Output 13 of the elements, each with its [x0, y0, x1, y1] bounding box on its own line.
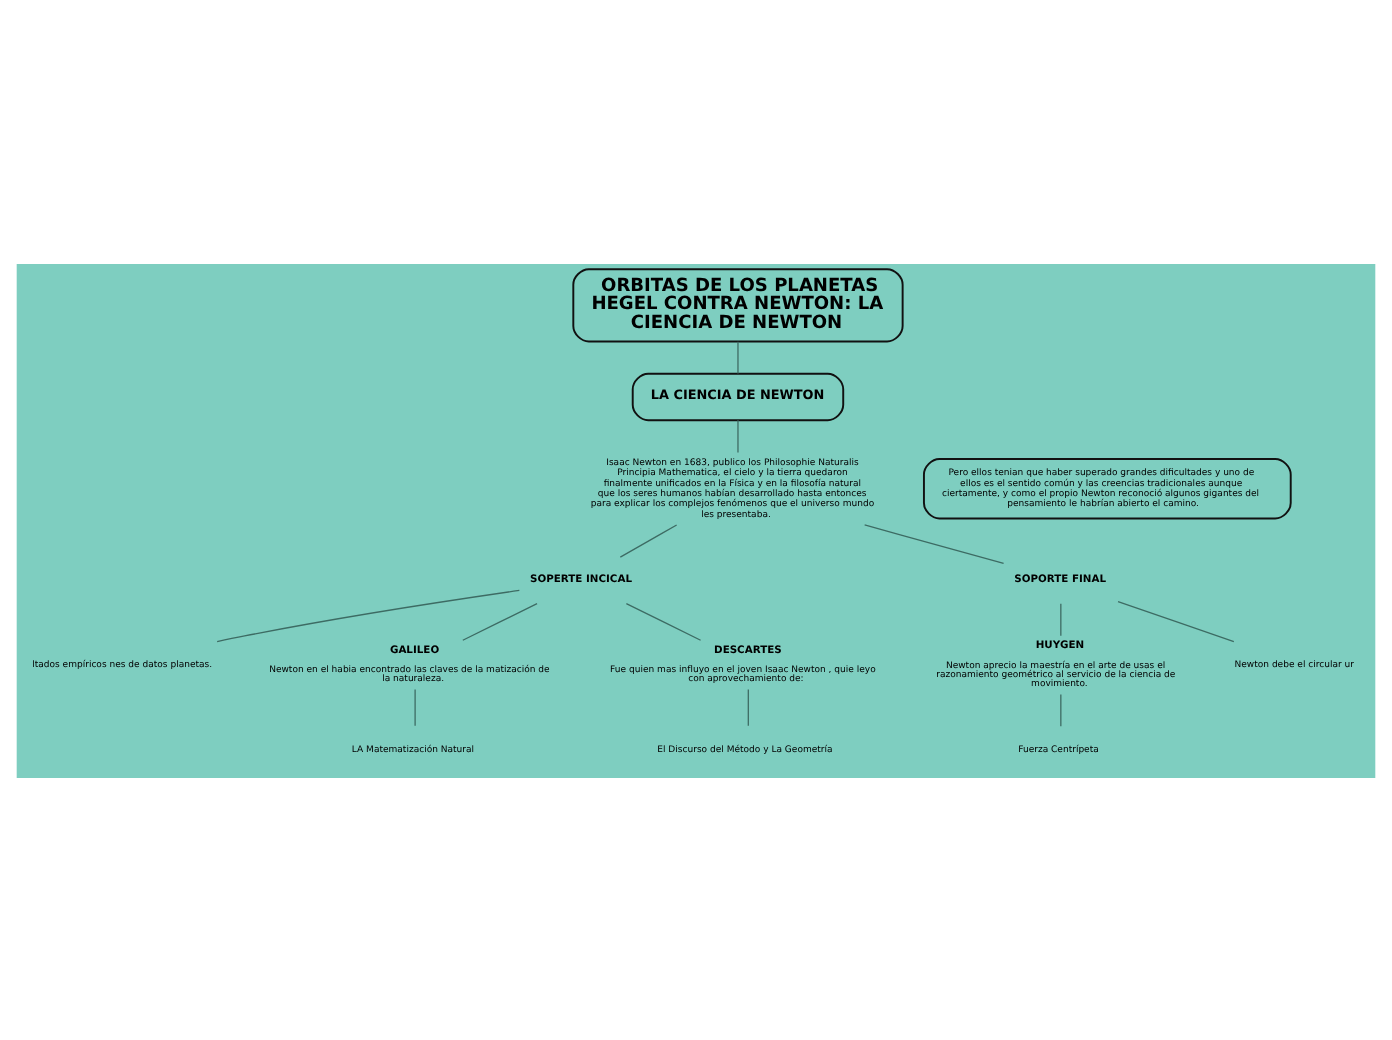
connector	[1060, 602, 1062, 636]
connector	[462, 602, 538, 640]
connector	[747, 687, 749, 726]
connector	[1060, 692, 1062, 726]
connector	[737, 340, 739, 374]
node-box: ORBITAS DE LOS PLANETAS HEGEL CONTRA NEWTON: LA CIENCIA DE NEWTON	[572, 267, 904, 342]
connector	[1117, 599, 1235, 642]
connector	[864, 523, 1005, 563]
connector	[619, 523, 678, 557]
connector	[414, 687, 416, 726]
connector	[625, 602, 702, 640]
connector	[216, 588, 520, 642]
connector	[737, 418, 739, 453]
